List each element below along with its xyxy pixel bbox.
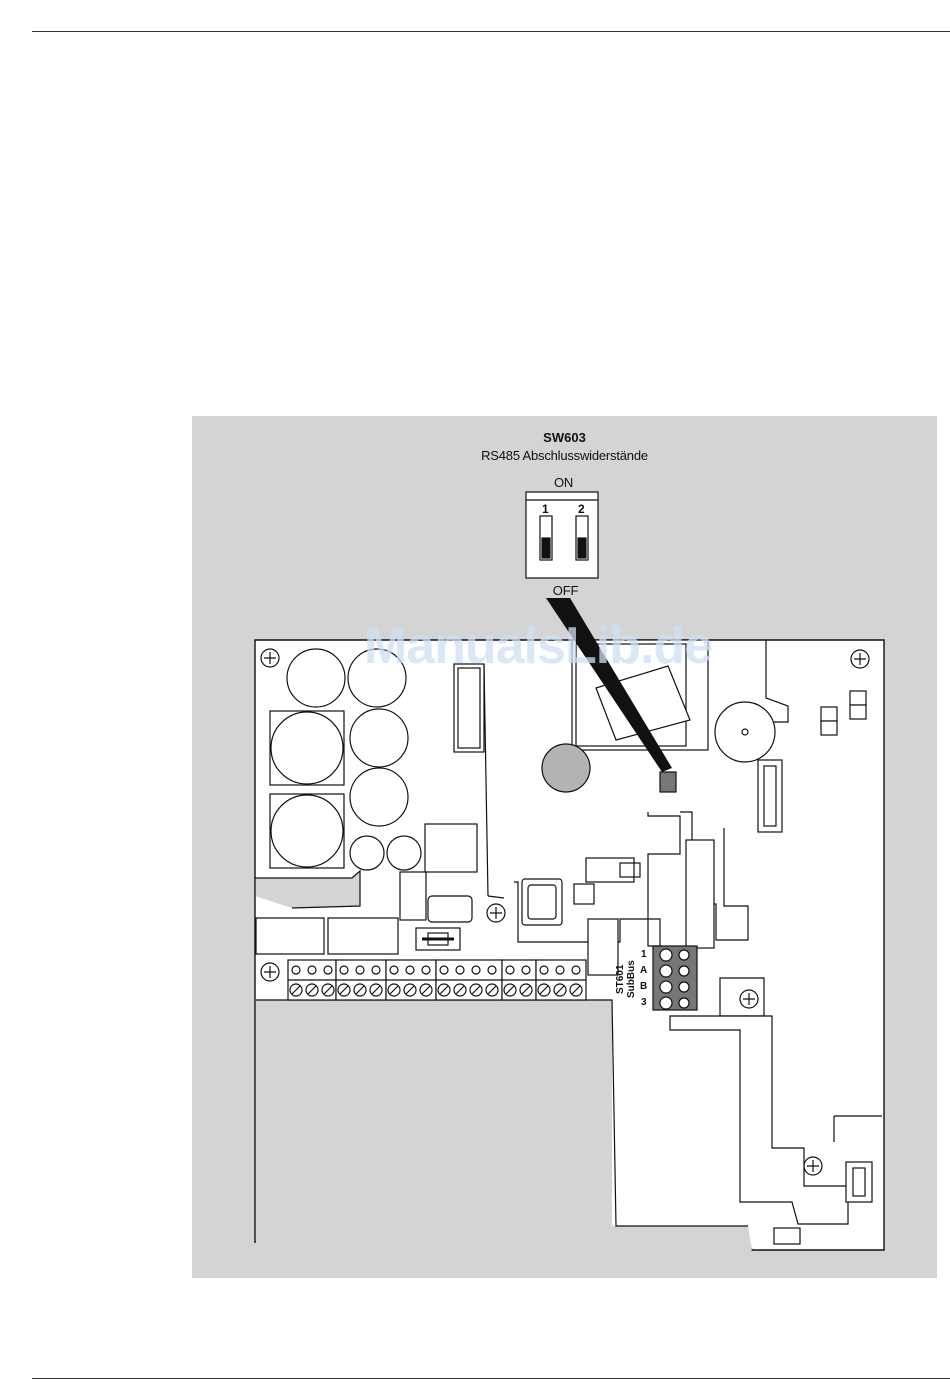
terminal-hole: [308, 966, 316, 974]
switch-on-label: ON: [191, 475, 936, 490]
terminal-label-b: B: [640, 981, 647, 992]
terminal-hole: [572, 966, 580, 974]
sw603-on-board: [660, 772, 676, 792]
terminal-hole: [340, 966, 348, 974]
connector-bus-label: SubBus: [626, 960, 637, 998]
circuit-board-figure: SW603 RS485 Abschlusswiderstände ON 1 2 …: [192, 416, 937, 1278]
terminal-hole: [422, 966, 430, 974]
terminal-hole: [506, 966, 514, 974]
terminal-hole: [324, 966, 332, 974]
terminal-hole: [356, 966, 364, 974]
footer-rule: [32, 1378, 950, 1379]
terminal-hole: [406, 966, 414, 974]
terminal-hole: [440, 966, 448, 974]
switch-position-1: 1: [542, 502, 549, 516]
terminal-label-1: 1: [641, 949, 647, 960]
terminal-hole: [556, 966, 564, 974]
terminal-hole: [540, 966, 548, 974]
switch-name: SW603: [192, 430, 937, 445]
circuit-board-drawing: [192, 416, 937, 1278]
terminal-hole: [472, 966, 480, 974]
header-rule: [32, 31, 950, 32]
terminal-hole: [456, 966, 464, 974]
switch-description: RS485 Abschlusswiderstände: [192, 448, 937, 463]
terminal-label-a: A: [640, 965, 647, 976]
switch-off-label: OFF: [193, 583, 938, 598]
switch-position-2: 2: [578, 502, 585, 516]
terminal-hole: [372, 966, 380, 974]
terminal-hole: [292, 966, 300, 974]
watermark: ManualsLib.de: [288, 616, 788, 676]
connector-name: ST601: [615, 965, 626, 994]
terminal-hole: [522, 966, 530, 974]
terminal-label-3: 3: [641, 997, 647, 1008]
terminal-hole: [488, 966, 496, 974]
terminal-hole: [390, 966, 398, 974]
